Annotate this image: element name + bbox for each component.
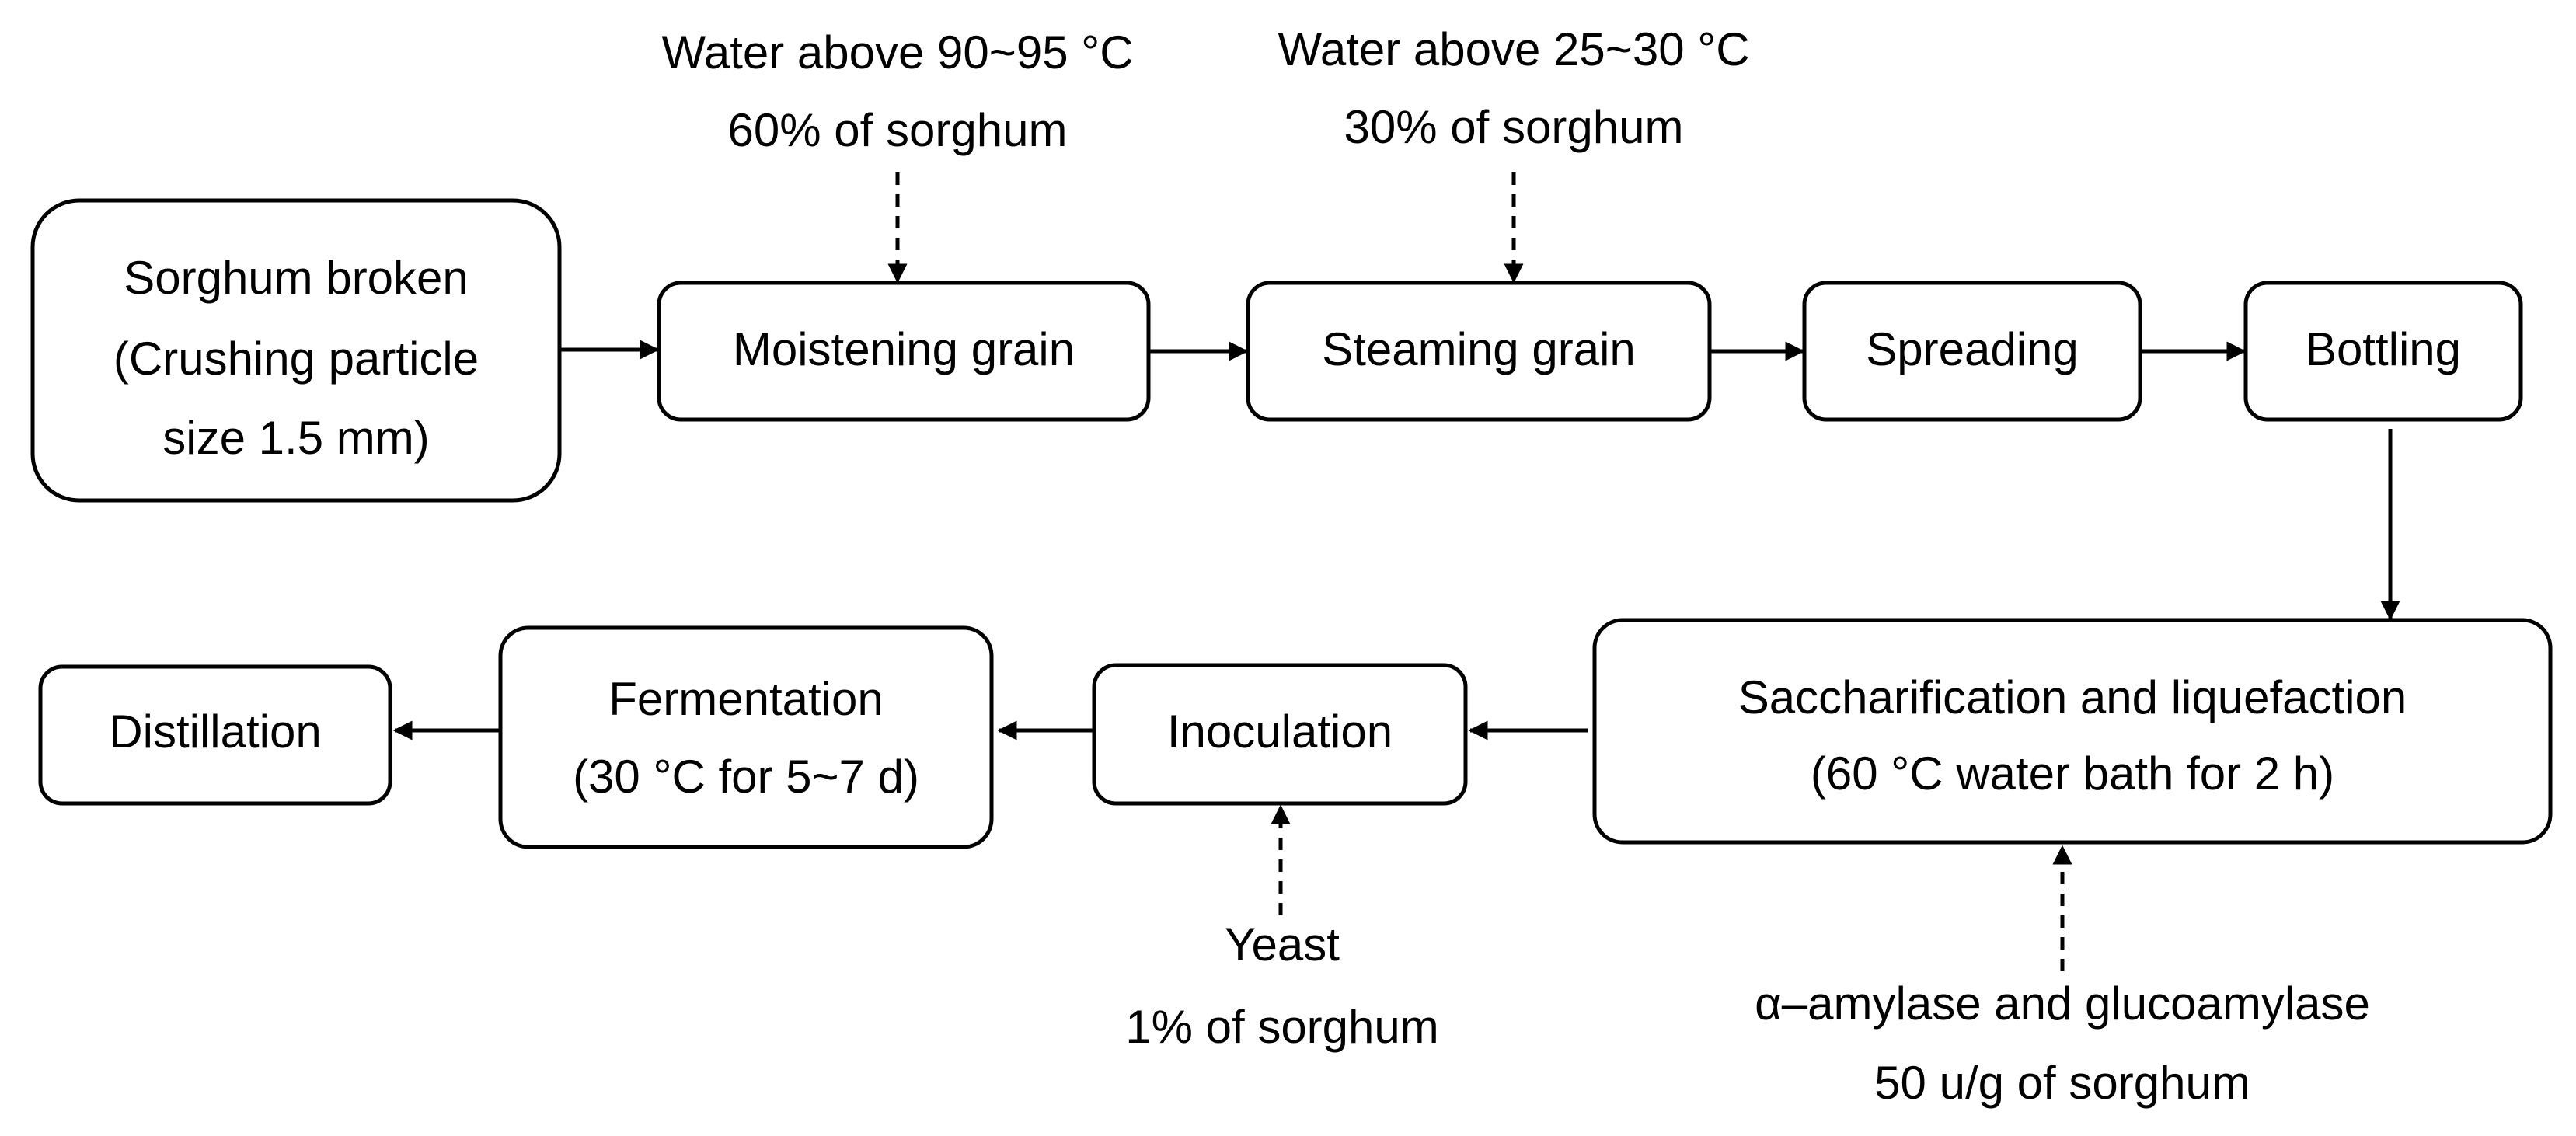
- sorghum-broken-label: Sorghum broken: [124, 252, 469, 304]
- enzymes-dosage: 50 u/g of sorghum: [1874, 1057, 2250, 1109]
- steaming-water-label: Water above 25~30 °C: [1278, 23, 1749, 75]
- moistening-water-ratio: 60% of sorghum: [728, 104, 1068, 156]
- fermentation-detail: (30 °C for 5~7 d): [573, 751, 919, 803]
- enzymes-label: α–amylase and glucoamylase: [1755, 977, 2370, 1030]
- inoculation-box: [1092, 663, 1468, 806]
- saccharification-box: [1592, 618, 2553, 845]
- steaming-water-ratio: 30% of sorghum: [1344, 101, 1684, 153]
- bottling-label: Bottling: [2306, 323, 2461, 375]
- sorghum-broken-detail-2: size 1.5 mm): [162, 412, 429, 464]
- sorghum-broken-detail-1: (Crushing particle: [113, 333, 479, 385]
- spreading-label: Spreading: [1866, 323, 2079, 375]
- fermentation-label: Fermentation: [608, 673, 884, 725]
- moistening-water-label: Water above 90~95 °C: [661, 26, 1133, 78]
- yeast-ratio: 1% of sorghum: [1125, 1001, 1439, 1053]
- saccharification-label: Saccharification and liquefaction: [1738, 671, 2407, 723]
- saccharification-detail: (60 °C water bath for 2 h): [1811, 747, 2334, 800]
- fermentation-box: [498, 625, 994, 849]
- steaming-grain-label: Steaming grain: [1322, 323, 1636, 375]
- moistening-grain-label: Moistening grain: [733, 323, 1075, 375]
- inoculation-label: Inoculation: [1167, 706, 1393, 758]
- distillation-label: Distillation: [109, 706, 321, 758]
- distillation-box: [38, 664, 392, 806]
- yeast-label: Yeast: [1225, 918, 1340, 970]
